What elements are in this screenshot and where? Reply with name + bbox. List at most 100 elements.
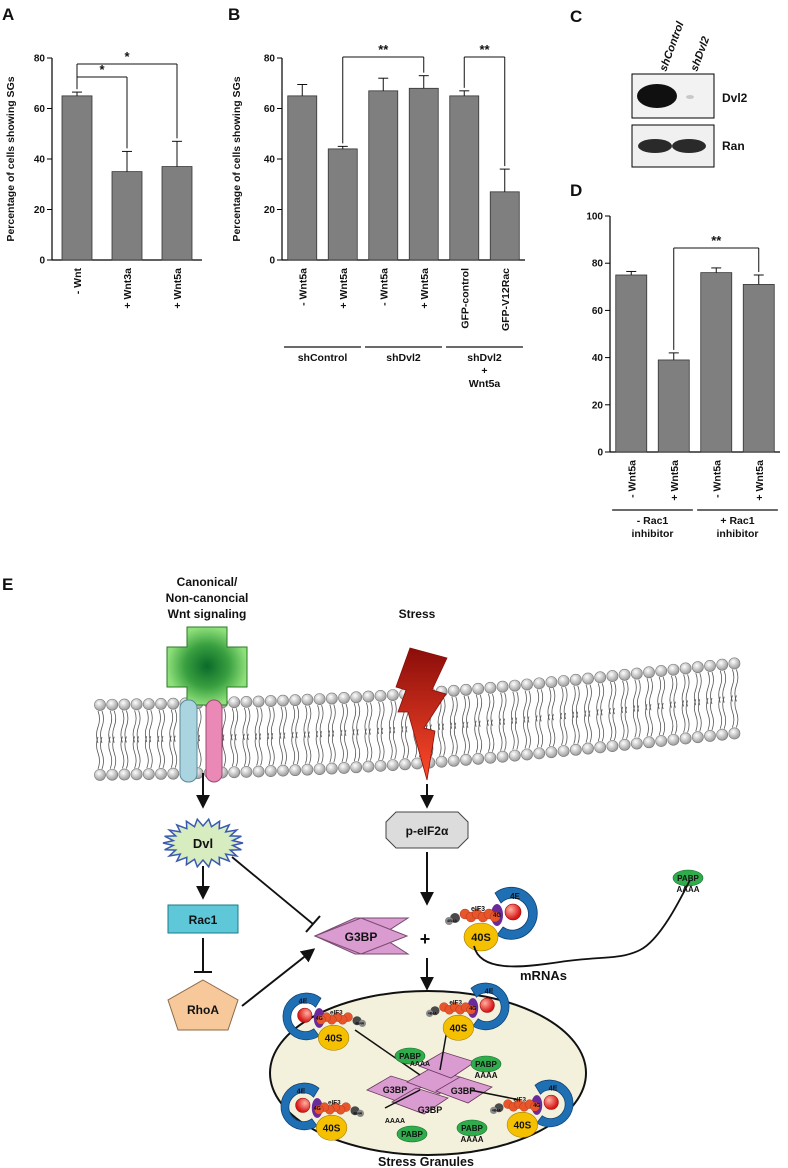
lipid-head xyxy=(606,740,619,752)
bar xyxy=(327,148,358,261)
lipid-tail xyxy=(535,689,540,722)
wnt-label-line: Canonical/ xyxy=(177,575,238,589)
lipid-tail xyxy=(108,736,113,769)
lipid-head xyxy=(155,698,167,710)
lipid-tail xyxy=(547,688,552,721)
lipid-head xyxy=(691,661,704,674)
lipid-head xyxy=(618,668,631,681)
pathway-diagram: Canonical/ Non-canoncial Wnt signaling S… xyxy=(94,575,741,1168)
pabp-protein xyxy=(396,1125,428,1143)
lipid-head xyxy=(374,689,387,702)
pabp-protein xyxy=(456,1119,488,1137)
lipid-head xyxy=(606,670,619,682)
lipid-tail xyxy=(466,695,470,728)
lipid-tail xyxy=(730,669,735,702)
lipid-head xyxy=(728,727,741,740)
lipid-tail xyxy=(132,736,137,769)
lipid-tail xyxy=(571,685,576,718)
g3bp-node xyxy=(313,917,409,955)
lipid-tail xyxy=(584,710,588,743)
group-label: inhibitor xyxy=(717,528,759,540)
lipid-tail xyxy=(364,728,369,761)
lipid-tail xyxy=(270,732,275,766)
bar xyxy=(111,171,143,261)
lipid-head xyxy=(667,733,680,746)
lipid-tail xyxy=(283,706,287,739)
lipid-tail xyxy=(254,707,259,740)
peif2a-label: p-eIF2α xyxy=(406,824,449,838)
lipid-tail xyxy=(596,683,601,716)
lipid-tail xyxy=(173,709,178,742)
lipid-tail xyxy=(279,706,283,739)
ribosome-40s xyxy=(442,1014,474,1041)
lipid-tail xyxy=(462,695,466,728)
lipid-head xyxy=(264,765,277,777)
lipid-tail xyxy=(559,712,564,746)
lipid-tail xyxy=(132,710,137,743)
ribosome-label: 40S xyxy=(450,1023,468,1034)
significance-label: ** xyxy=(711,233,722,248)
poly-a-label: AAAA xyxy=(460,1135,483,1144)
x-tick-label: - Wnt5a xyxy=(378,268,390,306)
lipid-tail xyxy=(632,705,637,738)
group-label: inhibitor xyxy=(632,528,674,540)
lipid-tail xyxy=(669,675,674,708)
lipid-tail xyxy=(120,736,125,769)
lipid-tail xyxy=(571,711,576,744)
lipid-head xyxy=(460,753,472,766)
lipid-head xyxy=(313,693,326,706)
lipid-tail xyxy=(645,704,649,737)
panel-label-e: E xyxy=(2,575,13,594)
lipid-tail xyxy=(319,730,324,764)
eif3-label: eIF3 xyxy=(471,906,485,913)
y-tick-label: 80 xyxy=(592,259,604,270)
lipid-tail xyxy=(136,710,141,743)
lipid-tail xyxy=(718,696,723,729)
y-tick-label: 60 xyxy=(34,104,46,115)
stress-label: Stress xyxy=(399,607,436,621)
eif3-bead xyxy=(316,1015,326,1025)
y-tick-label: 40 xyxy=(264,155,276,166)
lipid-head xyxy=(533,677,546,690)
eif4g-label: 4G xyxy=(314,1106,321,1112)
eif4g-label: 4G xyxy=(493,913,501,919)
lipid-tail xyxy=(222,708,226,741)
lipid-tail xyxy=(486,719,491,752)
lipid-tail xyxy=(352,703,357,736)
lipid-tail xyxy=(327,730,332,763)
bar xyxy=(657,359,690,453)
lipid-head xyxy=(630,737,643,750)
mrna-strand xyxy=(354,1029,421,1076)
blot-band xyxy=(672,139,706,153)
eif4e-cap-binder xyxy=(282,992,322,1041)
lipid-tail xyxy=(144,709,149,743)
lipid-tail xyxy=(258,707,263,740)
lipid-head xyxy=(264,695,277,707)
lipid-head xyxy=(228,766,241,779)
eif4e-label: 4E xyxy=(297,1087,306,1096)
group-label: shControl xyxy=(298,352,348,364)
x-tick-label: + Wnt5a xyxy=(669,460,681,501)
lipid-tail xyxy=(242,733,247,767)
lipid-head xyxy=(277,764,289,777)
lipid-head xyxy=(301,693,314,706)
lipid-tail xyxy=(523,690,527,723)
lipid-tail xyxy=(449,696,454,729)
bar xyxy=(742,284,775,453)
lipid-tail xyxy=(462,721,466,754)
mrna-strand xyxy=(384,1089,421,1109)
lipid-head xyxy=(545,746,558,759)
lipid-tail xyxy=(661,676,666,710)
panel-label-c: C xyxy=(570,7,582,26)
lipid-head xyxy=(142,768,155,781)
lipid-head xyxy=(167,767,180,780)
lipid-tail xyxy=(356,703,361,736)
lipid-tail xyxy=(356,729,361,762)
poly-a-label: AAAA xyxy=(410,1061,430,1068)
frizzled-receptor xyxy=(179,699,198,783)
lipid-tail xyxy=(632,679,637,712)
lipid-head xyxy=(704,730,716,742)
